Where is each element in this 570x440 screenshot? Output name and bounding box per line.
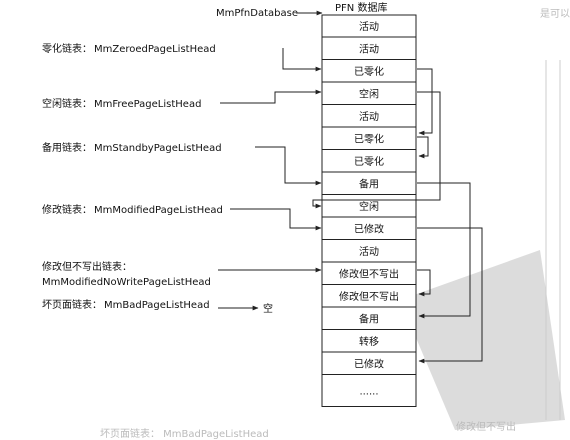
pfn-cell-label-9: 已修改 bbox=[354, 222, 384, 235]
pfn-cell-label-1: 活动 bbox=[359, 43, 379, 55]
right-edge-rails bbox=[545, 60, 561, 420]
pfn-cell-label-3: 空闲 bbox=[359, 87, 379, 100]
free-head-arrow bbox=[220, 89, 322, 104]
pfn-cell-label-6: 已零化 bbox=[354, 155, 384, 168]
modified-link-1 bbox=[417, 227, 483, 364]
pfn-cell-label-13: 备用 bbox=[359, 312, 379, 325]
modified-head-arrow bbox=[230, 208, 322, 231]
pfn-cell-label-11: 修改但不写出 bbox=[339, 267, 399, 280]
pfn-cell-label-10: 活动 bbox=[359, 246, 379, 258]
standby-link-1 bbox=[417, 182, 471, 319]
pfn-cell-label-12: 修改但不写出 bbox=[339, 290, 399, 303]
pfn-cell-label-8: 空闲 bbox=[359, 200, 379, 213]
list-nowrite-label-line1: 修改但不写出链表： bbox=[42, 260, 132, 273]
pfn-cell-label-14: 转移 bbox=[359, 335, 379, 348]
pfn-cell-label-7: 备用 bbox=[359, 177, 379, 190]
pfn-array: 活动活动已零化空闲活动已零化已零化备用空闲已修改活动修改但不写出修改但不写出备用… bbox=[321, 14, 417, 407]
list-nowrite-label-line2: MmModifiedNoWritePageListHead bbox=[42, 277, 211, 288]
bad-target-label: 空 bbox=[263, 302, 273, 315]
standby-head-arrow bbox=[255, 146, 322, 186]
list-modified-label: 修改链表：MmModifiedPageListHead bbox=[42, 203, 223, 216]
right-ghost-text: 修改但不写出 bbox=[456, 420, 516, 433]
pfn-cell-16 bbox=[321, 374, 417, 407]
list-zeroed-label: 零化链表：MmZeroedPageListHead bbox=[42, 42, 216, 55]
array-title: PFN 数据库 bbox=[335, 1, 387, 14]
list-head-labels: 零化链表：MmZeroedPageListHead 空闲链表：MmFreePag… bbox=[42, 42, 273, 315]
nowrite-link-1 bbox=[417, 269, 431, 297]
zeroed-link-1 bbox=[417, 68, 433, 136]
pfn-cell-label-5: 已零化 bbox=[354, 132, 384, 145]
zeroed-head-arrow bbox=[282, 48, 322, 72]
pfn-cell-label-0: 活动 bbox=[359, 21, 379, 33]
pfn-cell-label-15: 已修改 bbox=[354, 357, 384, 370]
free-link-1 bbox=[312, 91, 441, 209]
list-bad-label: 坏页面链表：MmBadPageListHead bbox=[42, 298, 210, 311]
pfn-link-chains bbox=[312, 68, 483, 364]
bottom-ghost-text: 坏页面链表： MmBadPageListHead bbox=[100, 427, 269, 440]
corner-ghost-text: 是可以I bbox=[540, 8, 570, 20]
pfn-cell-label-2: 已零化 bbox=[354, 65, 384, 78]
list-standby-label: 备用链表：MmStandbyPageListHead bbox=[42, 141, 222, 154]
list-free-label: 空闲链表：MmFreePageListHead bbox=[42, 97, 201, 110]
zeroed-link-2 bbox=[417, 136, 429, 159]
pfn-database-label: MmPfnDatabase bbox=[216, 8, 298, 19]
list-head-connectors bbox=[218, 48, 322, 311]
pfn-cell-label-16: ...... bbox=[359, 387, 378, 398]
pfn-cell-label-4: 活动 bbox=[359, 111, 379, 123]
